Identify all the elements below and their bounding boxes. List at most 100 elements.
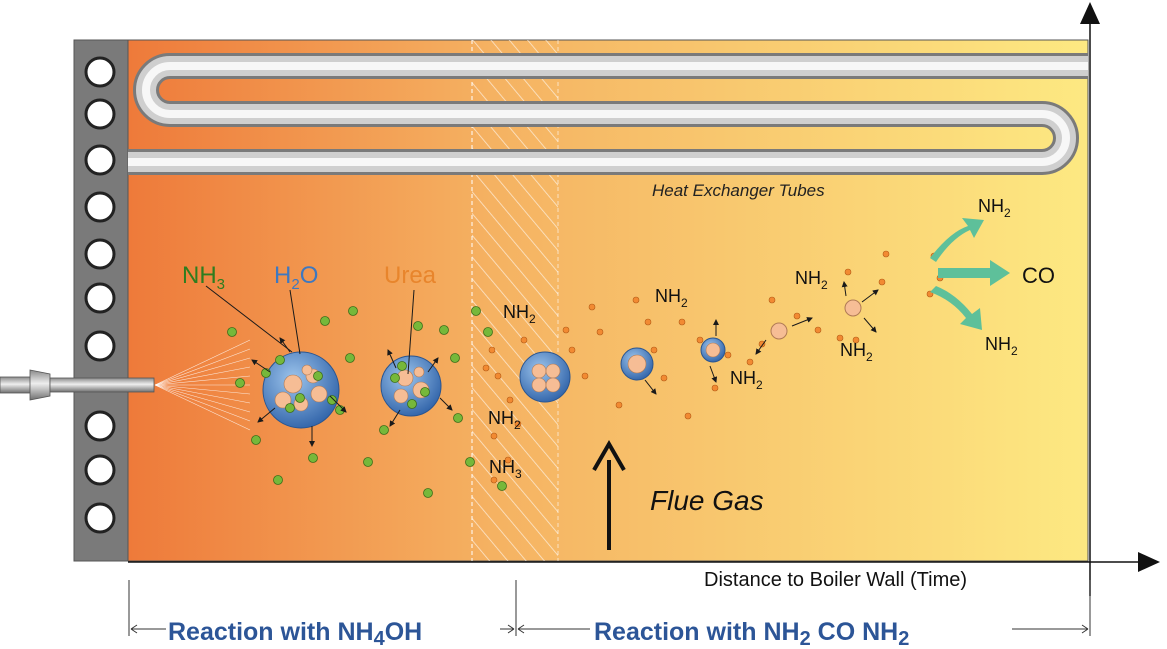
nh3-particle	[423, 488, 433, 498]
wall-tube-hole	[84, 282, 116, 314]
droplet-tiny	[700, 337, 726, 363]
dispersion-arrow	[439, 397, 453, 411]
nh2-particle	[490, 476, 498, 484]
urea-label: Urea	[384, 262, 437, 289]
urea-core	[770, 322, 788, 340]
heat-exchanger-label: Heat Exchanger Tubes	[652, 181, 825, 200]
nh3-particle	[420, 387, 430, 397]
nh3-particle	[227, 327, 237, 337]
nh3-particle	[413, 321, 423, 331]
wall-tube-hole	[84, 502, 116, 534]
nh2-particle	[488, 346, 496, 354]
spray-line	[154, 366, 251, 386]
spray-line	[154, 375, 251, 386]
nh2-label: NH2	[655, 286, 688, 310]
nh2-particle	[568, 346, 576, 354]
flue-gas-label: Flue Gas	[650, 485, 764, 516]
nh2-label: NH2	[488, 408, 521, 432]
nh3-particle	[251, 435, 261, 445]
nh3-particle	[450, 353, 460, 363]
dispersion-arrow	[709, 365, 718, 383]
reaction-urea-label: Reaction with NH2 CO NH2	[594, 618, 909, 649]
heat-exchanger-tubes	[128, 53, 1088, 175]
nh3-particle	[363, 457, 373, 467]
nh3-particle	[348, 306, 358, 316]
co-label: CO	[1022, 263, 1055, 288]
nh3-particle	[235, 378, 245, 388]
dispersion-arrow	[387, 349, 397, 369]
wall-tube-hole	[84, 330, 116, 362]
wall-tube-hole	[84, 454, 116, 486]
nh3-particle	[453, 413, 463, 423]
h2o-label: H2O	[274, 262, 318, 293]
nh2-particle	[596, 328, 604, 336]
nh3-particle	[439, 325, 449, 335]
spray-line	[154, 384, 251, 431]
dispersion-arrow	[644, 379, 657, 395]
nh3-particle	[273, 475, 283, 485]
droplet-medium	[380, 355, 442, 417]
nh2-particle	[684, 412, 692, 420]
nh2-label: NH2	[795, 268, 828, 292]
nh2-particle	[852, 336, 860, 344]
spray-cone	[154, 339, 251, 431]
spray-line	[154, 384, 251, 404]
nh3-particle	[320, 316, 330, 326]
dispersion-arrow	[257, 407, 276, 423]
wall-tube-hole	[84, 238, 116, 270]
nh3-particle	[407, 399, 417, 409]
dispersion-arrow	[329, 395, 347, 413]
dispersion-arrow	[389, 409, 401, 427]
droplet-field	[262, 299, 862, 429]
nh3-particle	[465, 457, 475, 467]
nh2-particle	[711, 384, 719, 392]
nh2-particle	[514, 420, 522, 428]
nh2-particle	[650, 346, 658, 354]
nh3-label: NH3	[182, 262, 225, 293]
reaction-nh4oh-label: Reaction with NH4OH	[168, 618, 422, 649]
nh2-particle	[696, 336, 704, 344]
wall-tube-hole	[84, 56, 116, 88]
nh3-particle	[379, 425, 389, 435]
nh2-particle	[506, 396, 514, 404]
nh3-particle	[285, 403, 295, 413]
nh2-label: NH2	[978, 196, 1011, 220]
wall-tube-hole	[84, 191, 116, 223]
nh3-particle	[471, 306, 481, 316]
dispersion-arrow	[427, 357, 439, 373]
droplet-small	[519, 351, 571, 403]
nh3-small-label: NH3	[489, 457, 522, 481]
nh2-label: NH2	[730, 368, 763, 392]
urea-core	[844, 299, 862, 317]
particle-dots	[227, 250, 944, 498]
nh3-particle	[345, 353, 355, 363]
nh2-particle	[678, 318, 686, 326]
nh3-particle	[397, 361, 407, 371]
nh3-particle	[308, 453, 318, 463]
nh2-particle	[768, 296, 776, 304]
wall-tube-hole	[84, 144, 116, 176]
wall-tubes	[84, 56, 116, 534]
nh2-particle	[490, 432, 498, 440]
spray-line	[154, 348, 251, 386]
nh2-particle	[882, 250, 890, 258]
spray-line	[154, 339, 251, 386]
nh2-particle	[615, 401, 623, 409]
nh3-particle	[390, 373, 400, 383]
nh2-particle	[878, 278, 886, 286]
nh2-particle	[581, 372, 589, 380]
nh2-particle	[588, 303, 596, 311]
x-axis-label: Distance to Boiler Wall (Time)	[704, 569, 967, 591]
species-pointers	[205, 285, 415, 375]
nh3-particle	[295, 393, 305, 403]
flue-gas-arrow	[592, 439, 626, 550]
nh3-particle	[275, 355, 285, 365]
wall-tube-hole	[84, 410, 116, 442]
nh3-particle	[483, 327, 493, 337]
axes	[128, 2, 1160, 596]
nh2-label: NH2	[503, 302, 536, 326]
dispersion-arrow	[755, 339, 767, 355]
